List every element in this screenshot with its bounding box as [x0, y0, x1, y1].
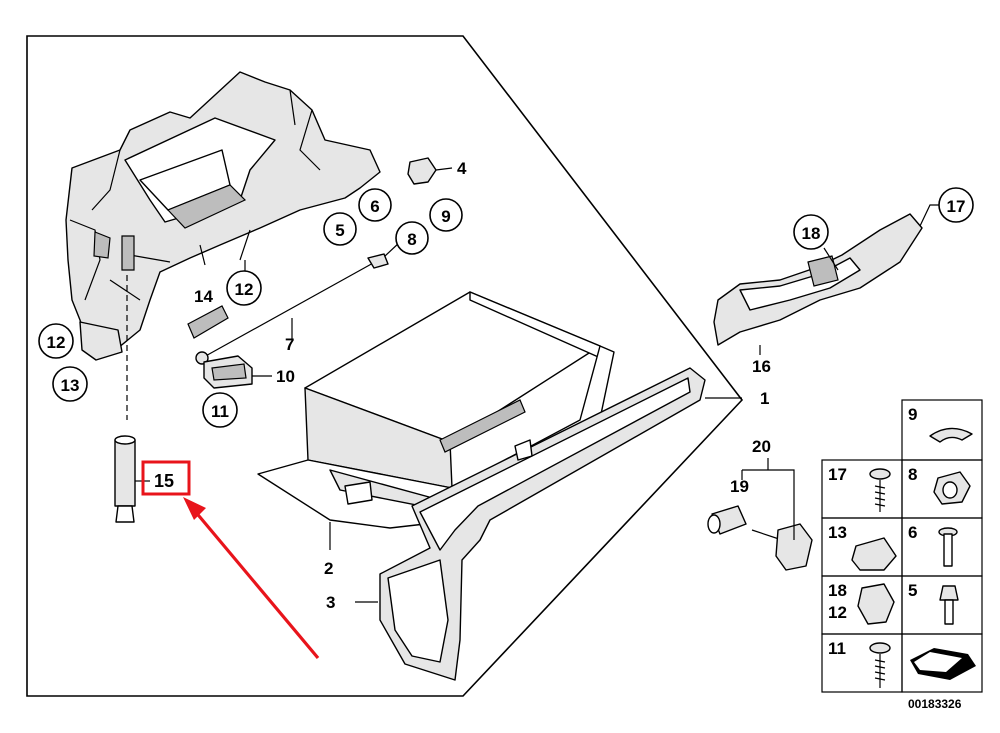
grommet-8-icon [933, 471, 971, 505]
highlight-arrow [183, 497, 320, 660]
callout-circle-17: 17 [938, 187, 974, 223]
label-14: 14 [194, 287, 213, 306]
legend-label-13: 13 [828, 523, 847, 542]
legend-label-5: 5 [908, 581, 917, 600]
label-17: 17 [947, 197, 966, 216]
part-14-latch [187, 305, 229, 339]
label-13: 13 [61, 376, 80, 395]
washer-9-icon [929, 427, 973, 443]
label-12a: 12 [235, 280, 254, 299]
label-20: 20 [752, 437, 771, 456]
label-6: 6 [370, 197, 379, 216]
pin-5-icon [939, 585, 959, 625]
screw-17-icon [869, 468, 891, 512]
callout-circle-12b: 12 [38, 323, 74, 359]
diagram-code: 00183326 [908, 697, 962, 711]
screw-11-icon [869, 642, 891, 688]
callout-circle-9: 9 [429, 198, 463, 232]
part-19-lock-cylinder [707, 505, 747, 535]
label-16: 16 [752, 357, 771, 376]
label-9: 9 [441, 207, 450, 226]
part-16-trim [713, 204, 942, 355]
label-15: 15 [154, 471, 174, 491]
legend-label-17: 17 [828, 465, 847, 484]
callout-circle-6: 6 [358, 188, 392, 222]
callout-circle-5: 5 [323, 212, 357, 246]
label-4: 4 [457, 159, 467, 178]
legend-label-9: 9 [908, 405, 917, 424]
nut-13-icon [851, 537, 897, 571]
part-4-clip [407, 157, 453, 185]
callout-circle-8: 8 [395, 221, 429, 255]
part-10-bracket [203, 355, 272, 389]
part-7-rod [195, 241, 401, 365]
label-3: 3 [326, 593, 335, 612]
label-2: 2 [324, 559, 333, 578]
label-8: 8 [407, 230, 416, 249]
label-5: 5 [335, 221, 344, 240]
legend-label-8: 8 [908, 465, 917, 484]
label-1: 1 [760, 389, 769, 408]
label-7: 7 [285, 335, 294, 354]
glovebox-carrier [65, 71, 381, 361]
part-1-lid [355, 367, 742, 681]
legend-grid [821, 399, 983, 693]
legend-label-11: 11 [828, 639, 846, 658]
pin-6-icon [938, 527, 958, 567]
callout-circle-11: 11 [202, 392, 238, 428]
label-18: 18 [802, 224, 821, 243]
label-12b: 12 [47, 333, 66, 352]
part-20-key [741, 458, 813, 571]
legend-label-18: 18 [828, 581, 847, 600]
legend-label-6: 6 [908, 523, 917, 542]
label-11: 11 [211, 402, 229, 421]
diagram-frame [26, 35, 744, 697]
part-15-damper [114, 435, 150, 523]
clip-18-icon [857, 583, 895, 625]
arrow-direction-icon [910, 648, 976, 680]
callout-circle-13: 13 [52, 366, 88, 402]
legend-label-12: 12 [828, 603, 847, 622]
callout-circle-18: 18 [793, 214, 829, 250]
highlight-box-15 [141, 460, 191, 496]
label-10: 10 [276, 367, 295, 386]
part-2-glovebox [257, 291, 615, 550]
label-19: 19 [730, 477, 749, 496]
callout-circle-12a: 12 [226, 270, 262, 306]
